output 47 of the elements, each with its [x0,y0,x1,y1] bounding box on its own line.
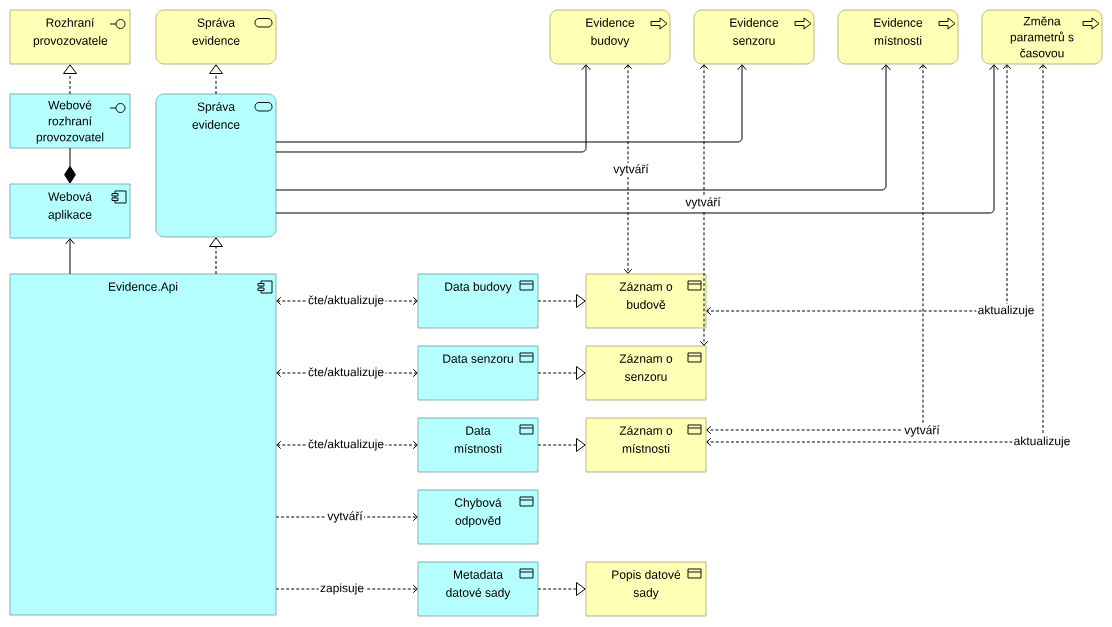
component-box: Webová aplikace [9,183,131,239]
edge-label: aktualizuje [1012,435,1072,449]
process-box: Evidence místnosti [837,9,959,65]
dashed-arrow [706,64,928,435]
arrow [275,64,591,153]
data-object-box: Chybová odpověd [417,489,539,545]
dashed-arrow [706,64,1012,316]
interface-box: Webové rozhraní provozovatel [9,93,131,149]
edge-label: čte/aktualizuje [306,294,386,308]
data-object-box: Záznam o budově [585,273,707,329]
arrow [65,238,75,275]
data-object-box: Data senzoru [417,345,539,401]
data-object-box: Záznam o místnosti [585,417,707,473]
component-box: Evidence.Api [9,273,277,616]
service-box: Správa evidence [155,9,277,65]
realization-arrow [537,294,586,308]
process-box: Evidence budovy [549,9,671,65]
arrow [275,64,999,214]
edge-label: vytváří [903,424,941,438]
edge-label: čte/aktualizuje [306,366,386,380]
data-object-box: Data místnosti [417,417,539,473]
service-box: Správa evidence [155,93,277,238]
dashed-arrow [706,64,1048,447]
data-object-box: Data budovy [417,273,539,329]
arrow [275,64,891,191]
process-box: Evidence senzoru [693,9,815,65]
edge-label: čte/aktualizuje [306,438,386,452]
arrow [275,64,747,143]
edge-label: vytváří [612,163,650,177]
edge-label: zapisuje [318,582,366,596]
edge-label: vytváří [326,510,364,524]
edge-label: aktualizuje [976,304,1036,318]
realization-arrow [63,64,77,95]
realization-arrow [209,237,223,275]
dashed-arrow [623,64,633,274]
interface-box: Rozhraní provozovatele [9,9,131,65]
data-object-box: Metadata datové sady [417,561,539,617]
dashed-arrow [699,64,709,346]
realization-arrow [537,438,586,452]
data-object-box: Záznam o senzoru [585,345,707,401]
composition-line [64,147,76,184]
edge-label: vytváří [684,196,722,210]
data-object-box: Popis datové sady [585,561,707,617]
process-box: Změna parametrů s časovou [981,9,1103,65]
realization-arrow [209,64,223,95]
realization-arrow [537,582,586,596]
realization-arrow [537,366,586,380]
